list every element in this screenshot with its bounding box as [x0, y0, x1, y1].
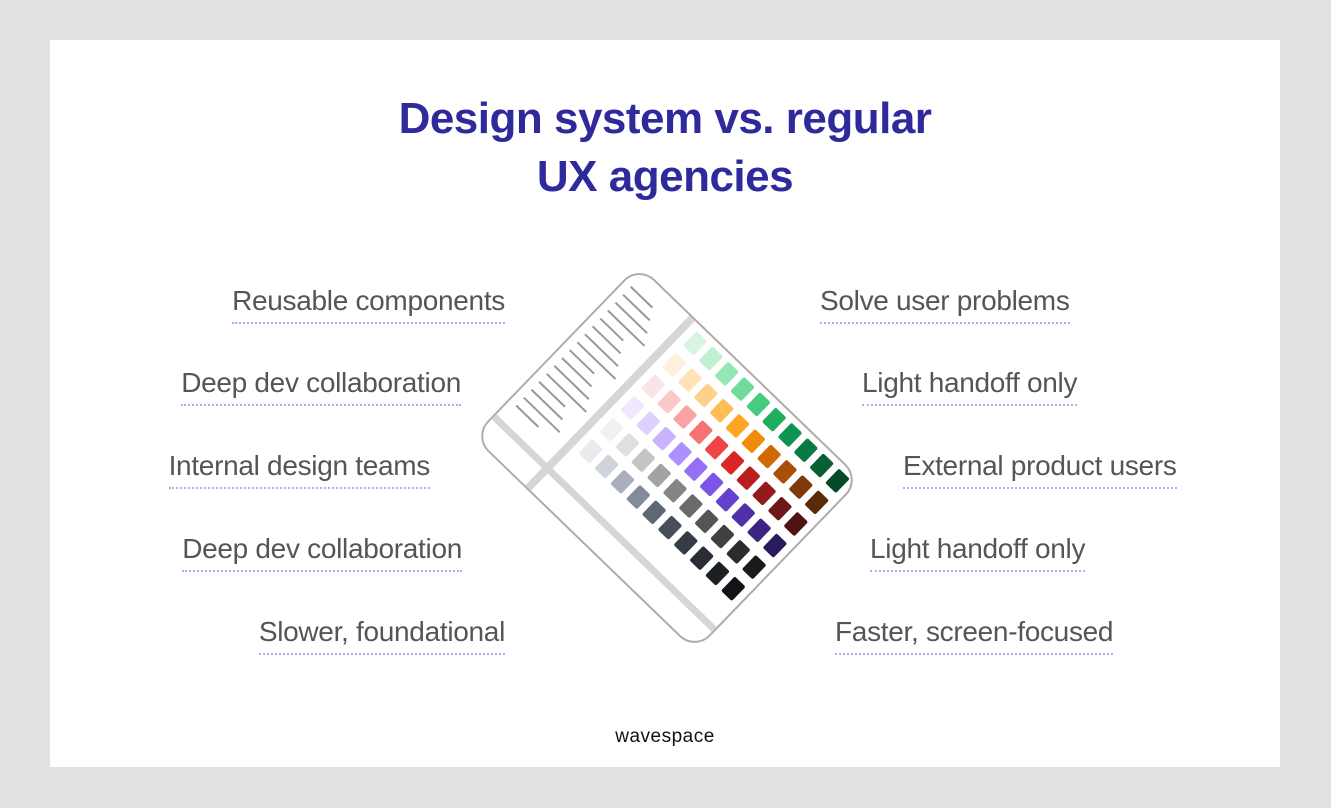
color-swatch — [705, 561, 730, 586]
color-swatch — [689, 545, 714, 571]
color-swatch — [804, 490, 829, 515]
color-swatch — [656, 389, 682, 415]
right-item: Faster, screen-focused — [835, 615, 1114, 655]
infographic-card: Design system vs. regular UX agencies Re… — [50, 40, 1280, 767]
icon-list-row — [584, 333, 619, 367]
color-swatch — [730, 376, 755, 402]
icon-list-row — [591, 325, 622, 355]
left-item: Deep dev collaboration — [181, 366, 461, 406]
color-swatch — [741, 554, 767, 580]
icon-list-row — [530, 388, 564, 421]
icon-list-row — [614, 301, 648, 334]
color-swatch — [704, 435, 730, 460]
color-swatch — [714, 361, 740, 387]
color-swatch — [725, 413, 750, 439]
color-swatch — [793, 437, 819, 463]
color-swatch — [677, 367, 703, 393]
color-swatch — [756, 444, 782, 469]
right-item: External product users — [903, 449, 1177, 489]
left-item: Internal design teams — [168, 449, 430, 489]
color-swatch — [699, 472, 725, 497]
color-swatch — [730, 502, 756, 528]
color-swatch — [594, 454, 620, 479]
left-item: Reusable components — [232, 284, 505, 324]
color-swatch — [809, 453, 834, 478]
color-swatch — [825, 468, 850, 494]
color-swatch — [709, 398, 735, 424]
color-swatch — [772, 459, 798, 485]
color-swatch — [646, 463, 672, 488]
color-swatch — [615, 432, 640, 458]
color-swatch — [578, 438, 604, 464]
color-swatch — [599, 417, 625, 443]
icon-list-row — [622, 293, 651, 322]
color-swatch — [751, 481, 777, 506]
color-swatch — [762, 533, 788, 558]
color-swatch — [682, 330, 708, 356]
color-swatch — [610, 469, 635, 495]
color-swatch — [720, 450, 745, 476]
color-swatch — [746, 517, 772, 543]
color-swatch — [777, 422, 803, 448]
icon-list-row — [607, 309, 646, 347]
color-swatch — [661, 352, 687, 378]
color-swatch — [636, 410, 661, 436]
right-item: Solve user problems — [820, 284, 1070, 324]
color-swatch — [673, 530, 699, 556]
color-swatch — [657, 515, 683, 541]
color-swatch — [625, 484, 651, 510]
title-line-2: UX agencies — [536, 152, 794, 201]
icon-list-row — [538, 381, 566, 408]
color-swatch — [741, 428, 766, 454]
wavespace-logo: wavespace — [615, 726, 715, 747]
color-swatch — [683, 456, 709, 482]
color-swatch — [688, 419, 714, 445]
icon-list-row — [553, 365, 590, 400]
icon-list-row — [523, 396, 561, 434]
color-swatch — [788, 474, 814, 500]
color-swatch — [761, 407, 787, 433]
color-swatch — [641, 374, 666, 399]
color-swatch — [693, 383, 719, 408]
color-swatch — [767, 496, 793, 522]
color-swatch — [720, 576, 746, 602]
left-item: Slower, foundational — [258, 615, 505, 655]
icon-list-row — [561, 357, 593, 388]
color-swatch — [715, 487, 740, 513]
color-swatch — [631, 447, 656, 473]
color-swatch — [735, 465, 761, 491]
color-swatch — [746, 392, 771, 417]
page-title: Design system vs. regular UX agencies — [50, 90, 1280, 206]
color-swatch — [725, 539, 751, 565]
color-swatch — [641, 499, 667, 525]
color-swatch — [678, 493, 704, 519]
color-swatch — [710, 524, 735, 549]
color-swatch — [698, 346, 724, 371]
right-item: Light handoff only — [870, 532, 1085, 572]
color-swatch — [620, 395, 645, 421]
color-swatch — [667, 441, 693, 467]
title-line-1: Design system vs. regular — [398, 94, 932, 143]
color-swatch — [662, 478, 688, 504]
color-swatch — [694, 508, 719, 534]
right-item: Light handoff only — [862, 366, 1077, 406]
color-swatch — [672, 404, 698, 430]
color-swatch — [651, 426, 677, 452]
left-item: Deep dev collaboration — [182, 532, 462, 572]
color-swatch — [783, 511, 809, 537]
